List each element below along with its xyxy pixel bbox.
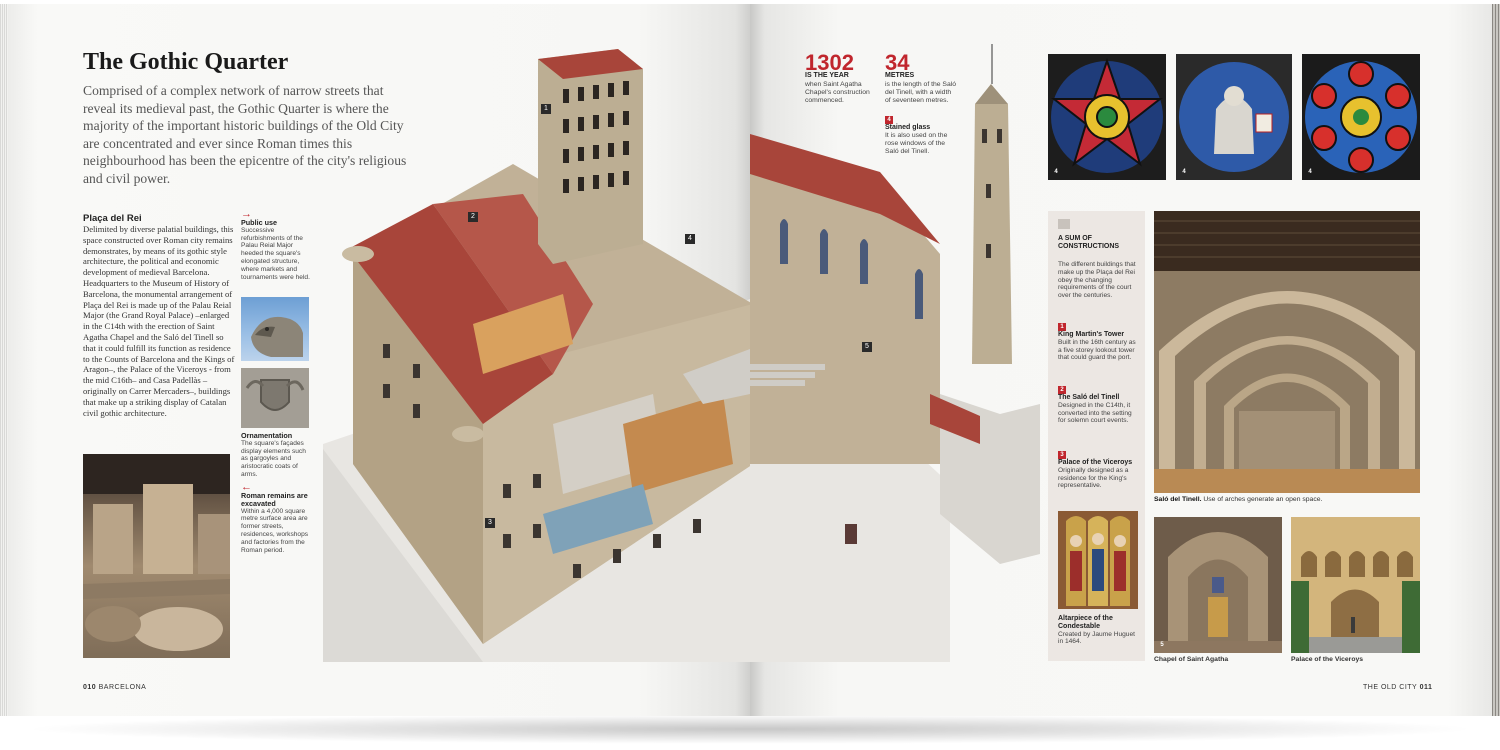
note-title: Roman remains are excavated <box>241 491 308 508</box>
badge-4: 4 <box>1054 169 1058 175</box>
stat-1302-text: when Saint Agatha Chapel's construction … <box>805 81 870 104</box>
altarpiece-illustration <box>1058 511 1138 609</box>
note-text: Successive refurbishments of the Palau R… <box>241 226 310 281</box>
book-page-edges-left <box>0 4 10 716</box>
coat-of-arms-photo <box>241 368 309 428</box>
chapel-of-saint-agatha-photo: 5 <box>1154 517 1282 653</box>
marker-3: 3 <box>485 518 495 528</box>
note-roman-remains: ← Roman remains are excavated Within a 4… <box>241 482 313 554</box>
left-page: The Gothic Quarter Comprised of a comple… <box>8 4 750 716</box>
salo-del-tinell-photo <box>1154 211 1420 493</box>
sidebar-item-text: Originally designed as a residence for t… <box>1058 466 1129 490</box>
arrow-left-icon: ← <box>241 481 252 493</box>
arrow-right-icon: → <box>241 208 252 220</box>
right-page: 5 1302 IS THE YEAR when Saint Agatha Cha… <box>750 4 1492 716</box>
rose-window-2-photo: 4 <box>1176 54 1292 180</box>
palace-of-viceroys-photo <box>1291 517 1420 653</box>
book-icon <box>1058 219 1070 229</box>
stained-glass-text: It is also used on the rose windows of t… <box>885 132 948 155</box>
badge-4: 4 <box>885 116 893 124</box>
stat-34-label: METRES <box>885 72 915 79</box>
badge-4: 4 <box>1308 169 1312 175</box>
page-number: 010 <box>83 684 97 691</box>
tinell-hall-illustration <box>1154 211 1420 493</box>
gargoyle-photo <box>241 297 309 361</box>
book-shadow <box>20 714 1480 744</box>
page-title: The Gothic Quarter <box>83 49 289 75</box>
badge-5: 5 <box>1160 642 1164 648</box>
cutaway-illustration-left: 1 2 3 4 <box>323 44 750 662</box>
note-text: The square's façades display elements su… <box>241 439 306 478</box>
note-title: Ornamentation <box>241 431 293 440</box>
chapel-illustration <box>1154 517 1282 653</box>
rose-window-1-photo: 4 <box>1048 54 1166 180</box>
roman-ruins-illustration <box>83 454 230 651</box>
rose-window-3-illustration <box>1305 61 1417 173</box>
altarpiece-photo <box>1058 511 1138 609</box>
stat-34-number: 34 <box>885 50 910 75</box>
sidebar-heading: A SUM OF CONSTRUCTIONS <box>1058 235 1120 250</box>
gargoyle-illustration <box>251 316 303 357</box>
running-head: BARCELONA <box>98 684 147 691</box>
sidebar-item-tower: 1 King Martin's Tower Built in the 16th … <box>1058 323 1138 362</box>
sidebar-item-title: King Martin's Tower <box>1058 331 1125 338</box>
sidebar-sum-of-constructions: A SUM OF CONSTRUCTIONS The different bui… <box>1048 211 1145 661</box>
section-body: Delimited by diverse palatial buildings,… <box>83 224 235 418</box>
sidebar-item-title: Palace of the Viceroys <box>1058 459 1133 466</box>
badge-1: 1 <box>1058 323 1066 331</box>
palace-caption: Palace of the Viceroys <box>1291 656 1364 663</box>
folio-right: THE OLD CITY 011 <box>1363 684 1432 691</box>
sidebar-item-title: The Saló del Tinell <box>1058 394 1120 401</box>
marker-2: 2 <box>468 212 478 222</box>
altarpiece-caption: Altarpiece of the Condestable Created by… <box>1058 615 1138 646</box>
chapel-caption: Chapel of Saint Agatha <box>1154 656 1229 663</box>
open-book: The Gothic Quarter Comprised of a comple… <box>8 4 1492 716</box>
chapel-cutaway-svg <box>750 44 1040 662</box>
badge-3: 3 <box>1058 451 1066 459</box>
palace-cutaway-svg <box>323 49 750 662</box>
stained-glass-title: Stained glass <box>885 124 931 131</box>
intro-paragraph: Comprised of a complex network of narrow… <box>83 83 407 186</box>
roman-ruins-photo <box>83 454 230 658</box>
marker-5: 5 <box>862 342 872 352</box>
stat-34-text: is the length of the Saló del Tinell, wi… <box>885 81 957 104</box>
note-text: Within a 4,000 square metre surface area… <box>241 507 309 554</box>
note-title: Public use <box>241 218 277 227</box>
altarpiece-title: Altarpiece of the Condestable <box>1058 615 1113 630</box>
tinell-caption-bold: Saló del Tinell. <box>1154 496 1202 503</box>
sidebar-intro: The different buildings that make up the… <box>1058 261 1136 300</box>
altarpiece-text: Created by Jaume Huguet in 1464. <box>1058 630 1135 646</box>
page-number: 011 <box>1419 684 1433 691</box>
note-ornamentation: Ornamentation The square's façades displ… <box>241 432 313 479</box>
marker-1: 1 <box>541 104 551 114</box>
sidebar-item-text: Designed in the C14th, it converted into… <box>1058 401 1132 425</box>
note-public-use: → Public use Successive refurbishments o… <box>241 209 313 281</box>
badge-4: 4 <box>1182 169 1186 175</box>
tinell-caption: Saló del Tinell. Use of arches generate … <box>1154 496 1322 503</box>
sidebar-item-tinell: 2 The Saló del Tinell Designed in the C1… <box>1058 386 1138 425</box>
tinell-caption-text: Use of arches generate an open space. <box>1201 496 1323 503</box>
sidebar-item-viceroys: 3 Palace of the Viceroys Originally desi… <box>1058 451 1138 490</box>
coat-of-arms-illustration <box>241 368 309 428</box>
badge-2: 2 <box>1058 386 1066 394</box>
marker-4: 4 <box>685 234 695 244</box>
sidebar-item-text: Built in the 16th century as a five stor… <box>1058 338 1136 362</box>
stat-1302-number: 1302 <box>805 50 854 75</box>
rose-window-2-illustration <box>1179 62 1289 172</box>
rose-window-3-photo: 4 <box>1302 54 1420 180</box>
section-heading: Plaça del Rei <box>83 213 142 224</box>
folio-left: 010 BARCELONA <box>83 684 146 691</box>
stat-1302-label: IS THE YEAR <box>805 72 849 79</box>
running-head: THE OLD CITY <box>1363 684 1418 691</box>
rose-window-1-illustration <box>1051 57 1163 173</box>
stained-glass-note: 4 Stained glass It is also used on the r… <box>885 116 957 156</box>
cutaway-illustration-right: 5 <box>750 44 1040 662</box>
viceroys-courtyard-illustration <box>1291 517 1420 653</box>
